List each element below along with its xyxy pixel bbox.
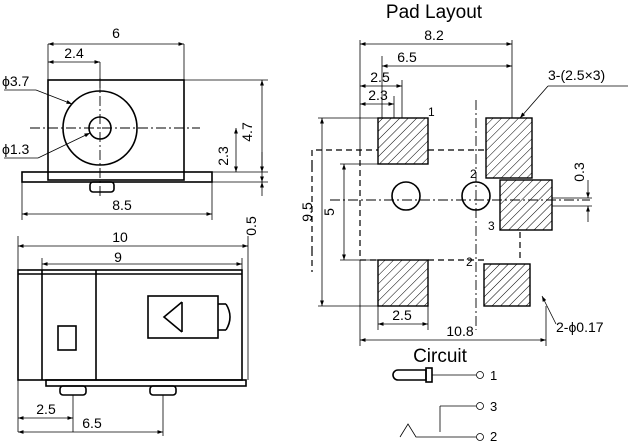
dim-center-height: 2.3 [215,146,231,166]
dim-offset: 2.4 [64,45,84,61]
pad-label-3: 3 [488,219,495,233]
base-strip [45,379,247,387]
pad-dim-pitch: 6.5 [397,49,417,65]
square-hole [57,325,77,351]
pad-dim-offset: 0.3 [571,162,587,182]
jack-body-top [17,269,243,381]
dim-total-length: 10 [112,229,128,245]
circuit-terminal-3 [476,402,484,410]
pad-1 [377,117,429,165]
pad-dim-overall-width: 8.2 [424,27,444,43]
front-view: 6 2.4 ϕ3.7 ϕ1.3 4.7 2.3 8.5 0.5 [2,25,268,236]
pad-1-bottom [377,259,429,307]
pad-label-2: 2 [470,167,477,181]
pad-layout-view: Pad Layout 1 2 3 2 8.2 6 [299,2,628,346]
circuit-plug-symbol [392,369,427,381]
dim-width: 6 [112,25,120,41]
circuit-terminal-1 [476,371,484,379]
circuit-terminal-2 [476,433,484,441]
pad-dim-edge: 2.3 [368,87,388,103]
pad-hole-note: 2-ϕ0.17 [556,319,604,335]
pad-label-1: 1 [428,105,435,119]
pad-dim-bottom-length: 10.8 [446,323,473,339]
pad-label-2-bottom: 2 [466,255,473,269]
pad-dim-spacing: 5 [321,208,337,216]
circuit-pin-3: 3 [490,399,497,414]
pad-3 [499,179,553,231]
dim-flange-width: 8.5 [112,197,132,213]
circuit-pin-1: 1 [490,368,497,383]
pad-dim-bottom-width: 2.5 [392,307,412,323]
pad-dim-width: 2.5 [370,69,390,85]
center-pin [89,181,115,193]
flange [21,171,213,183]
jack-body-front [47,79,185,181]
dim-pin-pitch: 6.5 [82,415,102,431]
pin-left [59,385,87,396]
plug-opening [147,295,219,339]
circuit-view: Circuit 1 3 2 [392,346,497,442]
dim-pin-offset: 2.5 [36,401,56,417]
pad-2-bottom [483,263,531,307]
circuit-pin-2: 2 [490,429,497,442]
pad-dim-overall-height: 9.5 [299,202,315,222]
pin-right [149,385,177,396]
dim-height: 4.7 [239,122,255,142]
dim-flange-thickness: 0.5 [243,216,259,236]
dim-outer-diameter: ϕ3.7 [2,73,30,89]
pad-size-note: 3-(2.5×3) [548,67,605,83]
circuit-title: Circuit [413,346,468,367]
pad-layout-title: Pad Layout [386,2,483,23]
dim-inner-diameter: ϕ1.3 [2,141,30,157]
pad-2-top [485,117,533,179]
mount-hole-left [391,181,421,211]
dim-body-length: 9 [114,249,122,265]
top-view: 10 9 2.5 6.5 [17,229,249,436]
